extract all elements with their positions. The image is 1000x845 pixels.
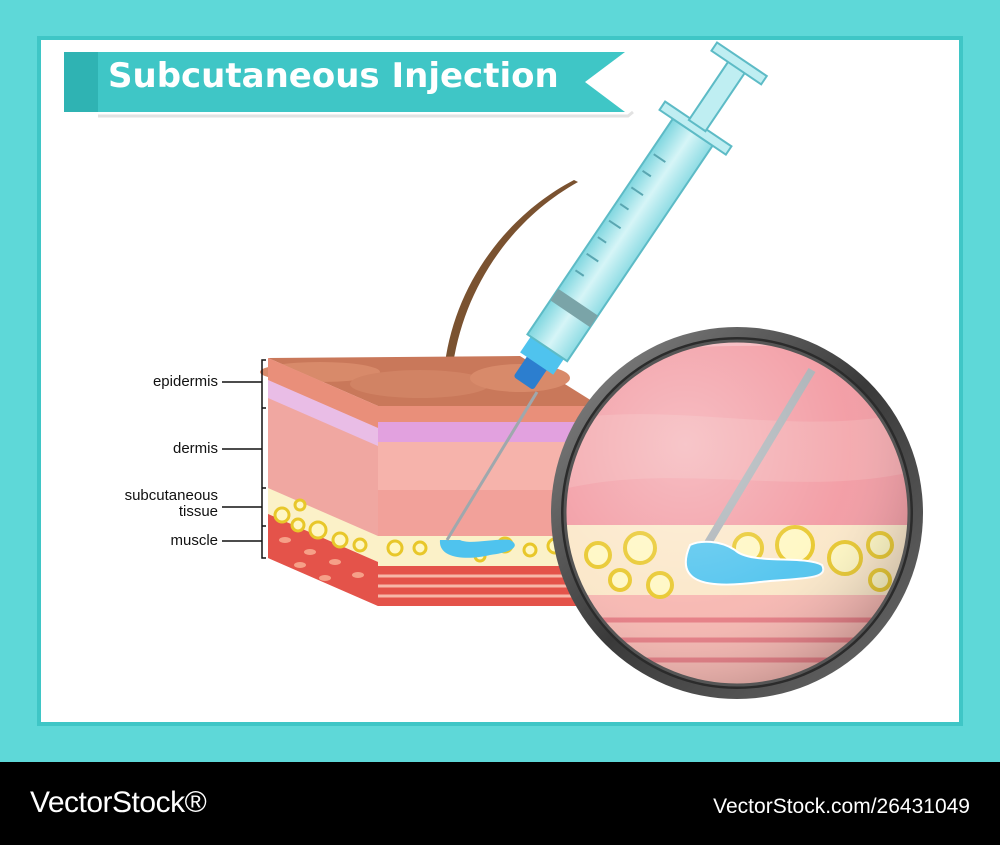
- title-banner: [64, 52, 634, 118]
- illustration-art: [64, 41, 923, 699]
- brand-logo: VectorStock®: [30, 786, 207, 819]
- label-dermis: dermis: [172, 440, 218, 457]
- syringe: [445, 41, 769, 541]
- label-subcutaneous-line1: subcutaneous: [124, 487, 218, 504]
- label-subcutaneous-line2: tissue: [178, 503, 218, 520]
- label-epidermis: epidermis: [152, 373, 218, 390]
- needle: [445, 391, 539, 541]
- label-subcutaneous: subcutaneous tissue: [90, 488, 218, 520]
- label-muscle: muscle: [170, 532, 218, 549]
- fluid-bolus: [439, 539, 515, 558]
- skin-cross-section: [260, 356, 600, 606]
- footer-bar: [0, 762, 1000, 845]
- image-id-text: VectorStock.com/26431049: [713, 795, 970, 818]
- magnifier-lens: [551, 327, 923, 699]
- page-title: Subcutaneous Injection: [108, 56, 559, 96]
- layer-bracket: [222, 359, 266, 559]
